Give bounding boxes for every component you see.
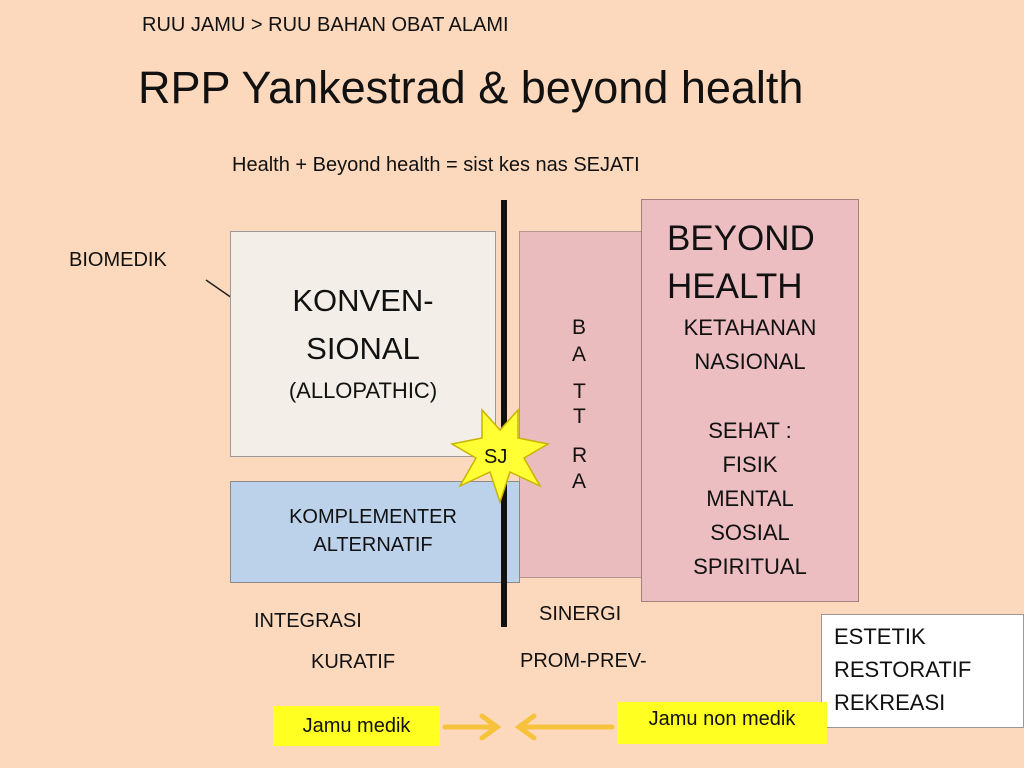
beyond-line2: NASIONAL (694, 349, 806, 374)
battra-letter-r: R (572, 444, 588, 467)
supertitle: RUU JAMU > RUU BAHAN OBAT ALAMI (142, 14, 509, 36)
konvensional-line3: (ALLOPATHIC) (288, 378, 438, 403)
beyond-line3: SEHAT : (708, 418, 792, 443)
estetik-line1: ESTETIK (834, 624, 926, 649)
jamu-medik-label (273, 706, 440, 746)
estetik-box (821, 614, 1024, 728)
konvensional-box (230, 231, 496, 457)
battra-letter-t1: T (573, 380, 586, 403)
sinergi-label: SINERGI (539, 603, 622, 625)
integrasi-label: INTEGRASI (254, 610, 362, 632)
beyond-line4: FISIK (722, 452, 778, 477)
konvensional-line2: SIONAL (306, 331, 420, 366)
konvensional-line1: KONVEN- (292, 283, 434, 318)
subtitle: Health + Beyond health = sist kes nas SE… (232, 154, 640, 176)
beyond-line1: KETAHANAN (683, 315, 817, 340)
beyond-line6: SOSIAL (710, 520, 790, 545)
beyond-line7: SPIRITUAL (693, 554, 807, 579)
beyond-health-title1: BEYOND (667, 219, 815, 258)
jamu-non-medik-label (617, 702, 827, 744)
estetik-line2: RESTORATIF (834, 657, 972, 682)
divider-line (501, 200, 507, 627)
sj-label: SJ (484, 446, 508, 468)
battra-letter-b: B (572, 316, 587, 339)
jamu-medik-text: Jamu medik (302, 715, 411, 737)
beyond-health-title2: HEALTH (667, 267, 803, 306)
komplementer-box (230, 481, 520, 583)
battra-letter-a2: A (572, 470, 587, 493)
komplementer-line2: ALTERNATIF (313, 534, 433, 556)
kuratif-label: KURATIF (311, 651, 396, 673)
biomedik-label: BIOMEDIK (69, 249, 167, 271)
left-arrow-icon (514, 713, 615, 741)
prom-prev-label: PROM-PREV- (520, 650, 647, 672)
right-arrow-icon (442, 713, 502, 741)
page-title: RPP Yankestrad & beyond health (138, 62, 804, 113)
battra-letter-t2: T (573, 405, 586, 428)
jamu-non-medik-text: Jamu non medik (648, 708, 796, 730)
beyond-health-box (641, 199, 859, 602)
komplementer-line1: KOMPLEMENTER (289, 506, 457, 528)
sj-star (449, 408, 551, 504)
beyond-line5: MENTAL (706, 486, 794, 511)
estetik-line3: REKREASI (834, 690, 946, 715)
battra-letter-a: A (572, 343, 587, 366)
